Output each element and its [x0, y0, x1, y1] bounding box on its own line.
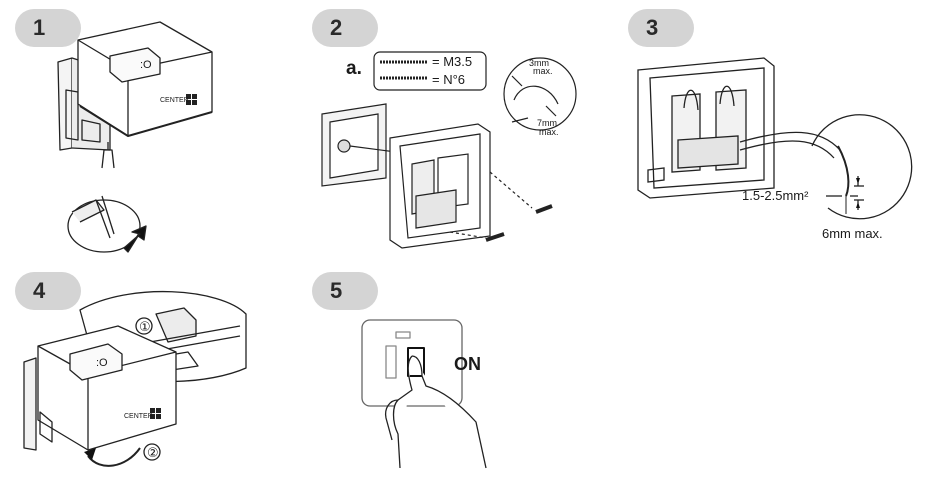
switch-on-label: ON	[454, 354, 481, 374]
step-number: 3	[646, 15, 659, 40]
step-number: 2	[330, 15, 343, 40]
wiring-drawing: 1.5-2.5mm² 6mm max.	[637, 57, 913, 241]
step3-illustration: 1.5-2.5mm² 6mm max.	[620, 0, 936, 270]
wire-strip-length: 6mm max.	[822, 226, 883, 241]
callout-number-2: ②	[147, 445, 159, 460]
wire-cross-section: 1.5-2.5mm²	[742, 188, 809, 203]
sub-step-label: a.	[346, 58, 362, 79]
limit-bottom-value: 7mm	[537, 118, 557, 128]
step-number: 4	[33, 278, 46, 303]
callout-number-1: ①	[139, 319, 151, 334]
screw-size-number: = N°6	[432, 72, 465, 87]
brand-logo-text: CENTER	[124, 413, 153, 420]
step4-illustration: :O CENTER ① ②	[0, 272, 300, 491]
step-number: 5	[330, 278, 343, 303]
power-switch-drawing: ON	[361, 319, 487, 469]
step-badge-3: 3	[628, 9, 694, 47]
screw-size-metric: = M3.5	[432, 54, 472, 69]
step-number: 1	[33, 15, 46, 40]
brand-logo-text: CENTER	[160, 97, 189, 104]
thermostat-cover-removal-drawing: :O CENTER	[57, 21, 213, 253]
cover-attach-drawing: :O CENTER ① ②	[23, 290, 247, 467]
step1-illustration: :O CENTER	[0, 0, 300, 270]
limit-bottom-unit: max.	[539, 127, 559, 137]
base-plate-mounting-drawing: a. = M3.5 = N°6 3mm max. 7mm max.	[321, 51, 577, 249]
svg-text::O: :O	[96, 357, 108, 369]
limit-top-unit: max.	[533, 66, 553, 76]
step-badge-2: 2	[312, 9, 378, 47]
step2-illustration: a. = M3.5 = N°6 3mm max. 7mm max.	[300, 0, 620, 270]
limit-top-value: 3mm	[529, 58, 549, 68]
step-badge-5: 5	[312, 272, 378, 310]
svg-text::O: :O	[140, 59, 152, 71]
step-badge-1: 1	[15, 9, 81, 47]
step5-illustration: ON	[300, 272, 620, 491]
step-badge-4: 4	[15, 272, 81, 310]
